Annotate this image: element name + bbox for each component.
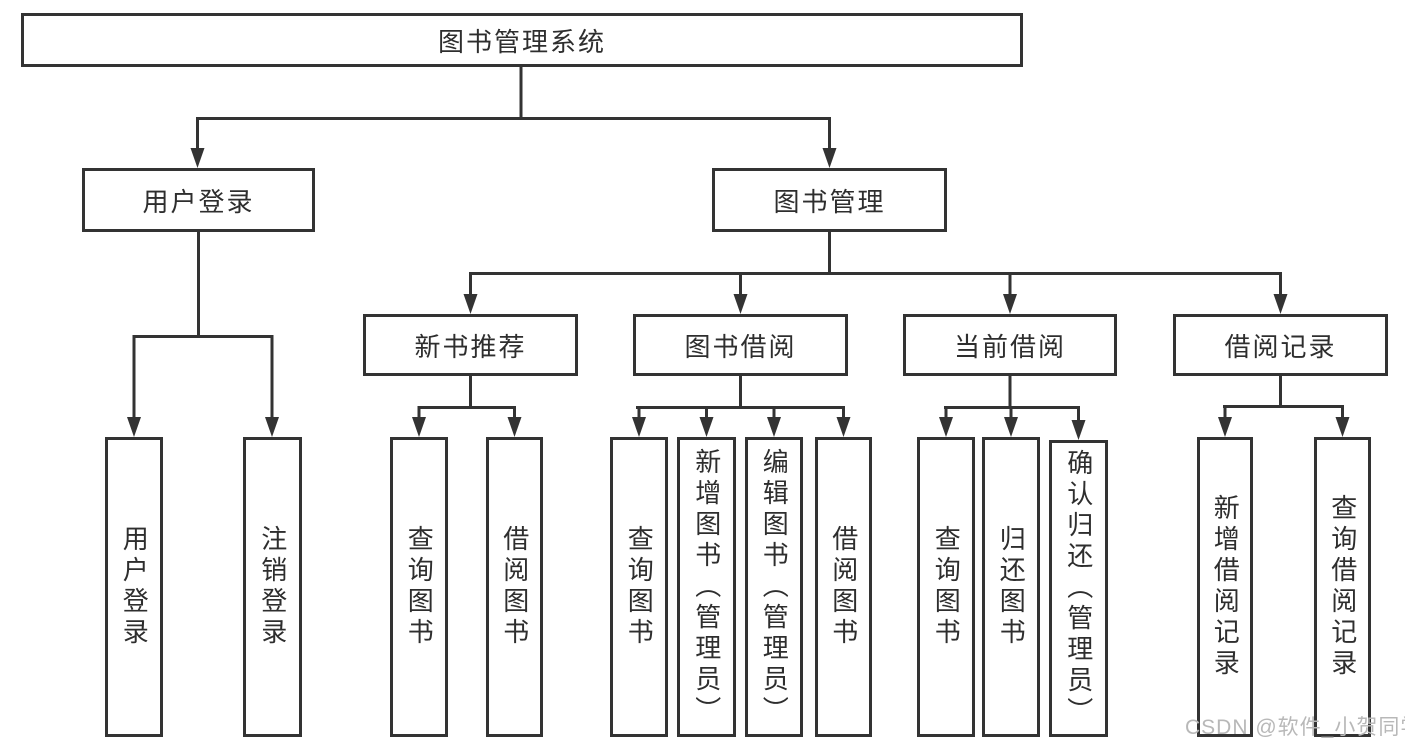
leaf-logout: 注销登录	[243, 437, 302, 737]
connector-user-login-to-leaves	[127, 232, 279, 437]
connector-book-management-to-level3	[463, 232, 1288, 314]
node-user-login: 用户登录	[82, 168, 315, 232]
leaf-return-book: 归还图书	[982, 437, 1040, 737]
leaf-borrow-books-recommend-label: 借阅图书	[499, 525, 530, 649]
arrowhead-icon	[1003, 294, 1017, 314]
leaf-user-login-label: 用户登录	[119, 525, 150, 649]
connector-new-book-to-leaves	[412, 376, 522, 437]
leaf-return-book-label: 归还图书	[996, 525, 1027, 649]
connector-borrow-records-to-leaves	[1218, 376, 1350, 437]
connector-current-borrow-to-leaves	[939, 376, 1086, 440]
leaf-query-books-current-label: 查询图书	[931, 525, 962, 649]
arrowhead-icon	[1335, 417, 1350, 437]
node-current-borrow: 当前借阅	[903, 314, 1117, 376]
leaf-query-borrow-record-label: 查询借阅记录	[1327, 494, 1358, 680]
leaf-logout-label: 注销登录	[257, 525, 288, 649]
node-new-book-recommend-label: 新书推荐	[414, 331, 527, 362]
node-root: 图书管理系统	[21, 13, 1023, 67]
leaf-borrow-books-label: 借阅图书	[828, 525, 859, 649]
leaf-borrow-books-recommend: 借阅图书	[486, 437, 543, 737]
connector-root-to-level2	[190, 67, 837, 168]
leaf-query-books-current: 查询图书	[917, 437, 975, 737]
node-new-book-recommend: 新书推荐	[363, 314, 578, 376]
leaf-edit-book-admin: 编辑图书（管理员）	[745, 437, 803, 737]
leaf-add-book-admin: 新增图书（管理员）	[677, 437, 736, 737]
leaf-query-books-recommend-label: 查询图书	[404, 525, 435, 649]
leaf-query-books-borrow-label: 查询图书	[624, 525, 655, 649]
connector-book-borrow-to-leaves	[632, 376, 851, 437]
node-borrow-records-label: 借阅记录	[1224, 331, 1337, 362]
arrowhead-icon	[939, 417, 953, 437]
leaf-edit-book-admin-label: 编辑图书（管理员）	[759, 447, 790, 727]
arrowhead-icon	[127, 417, 141, 437]
arrowhead-icon	[767, 417, 781, 437]
leaf-borrow-books: 借阅图书	[815, 437, 872, 737]
arrowhead-icon	[822, 148, 837, 168]
arrowhead-icon	[632, 417, 646, 437]
node-book-borrow-label: 图书借阅	[684, 331, 797, 362]
arrowhead-icon	[412, 417, 426, 437]
node-user-login-label: 用户登录	[142, 186, 255, 217]
node-borrow-records: 借阅记录	[1173, 314, 1388, 376]
arrowhead-icon	[699, 417, 714, 437]
node-current-borrow-label: 当前借阅	[953, 331, 1066, 362]
leaf-query-borrow-record: 查询借阅记录	[1314, 437, 1371, 737]
leaf-query-books-borrow: 查询图书	[610, 437, 668, 737]
arrowhead-icon	[463, 294, 478, 314]
leaf-add-borrow-record-label: 新增借阅记录	[1210, 494, 1241, 680]
leaf-add-book-admin-label: 新增图书（管理员）	[691, 447, 722, 727]
arrowhead-icon	[265, 417, 279, 437]
node-root-label: 图书管理系统	[437, 26, 606, 57]
arrowhead-icon	[1273, 294, 1288, 314]
arrowhead-icon	[190, 148, 205, 168]
leaf-query-books-recommend: 查询图书	[390, 437, 448, 737]
arrowhead-icon	[507, 417, 522, 437]
arrowhead-icon	[1218, 417, 1232, 437]
arrowhead-icon	[1004, 417, 1018, 437]
node-book-borrow: 图书借阅	[633, 314, 848, 376]
node-book-management-label: 图书管理	[773, 186, 886, 217]
arrowhead-icon	[733, 294, 748, 314]
leaf-confirm-return-admin-label: 确认归还（管理员）	[1063, 449, 1094, 728]
leaf-add-borrow-record: 新增借阅记录	[1197, 437, 1253, 737]
arrowhead-icon	[836, 417, 851, 437]
node-book-management: 图书管理	[712, 168, 947, 232]
leaf-user-login: 用户登录	[105, 437, 163, 737]
csdn-watermark: CSDN @软件_小贺同学	[1185, 716, 1405, 739]
leaf-confirm-return-admin: 确认归还（管理员）	[1049, 440, 1108, 737]
arrowhead-icon	[1071, 420, 1086, 440]
